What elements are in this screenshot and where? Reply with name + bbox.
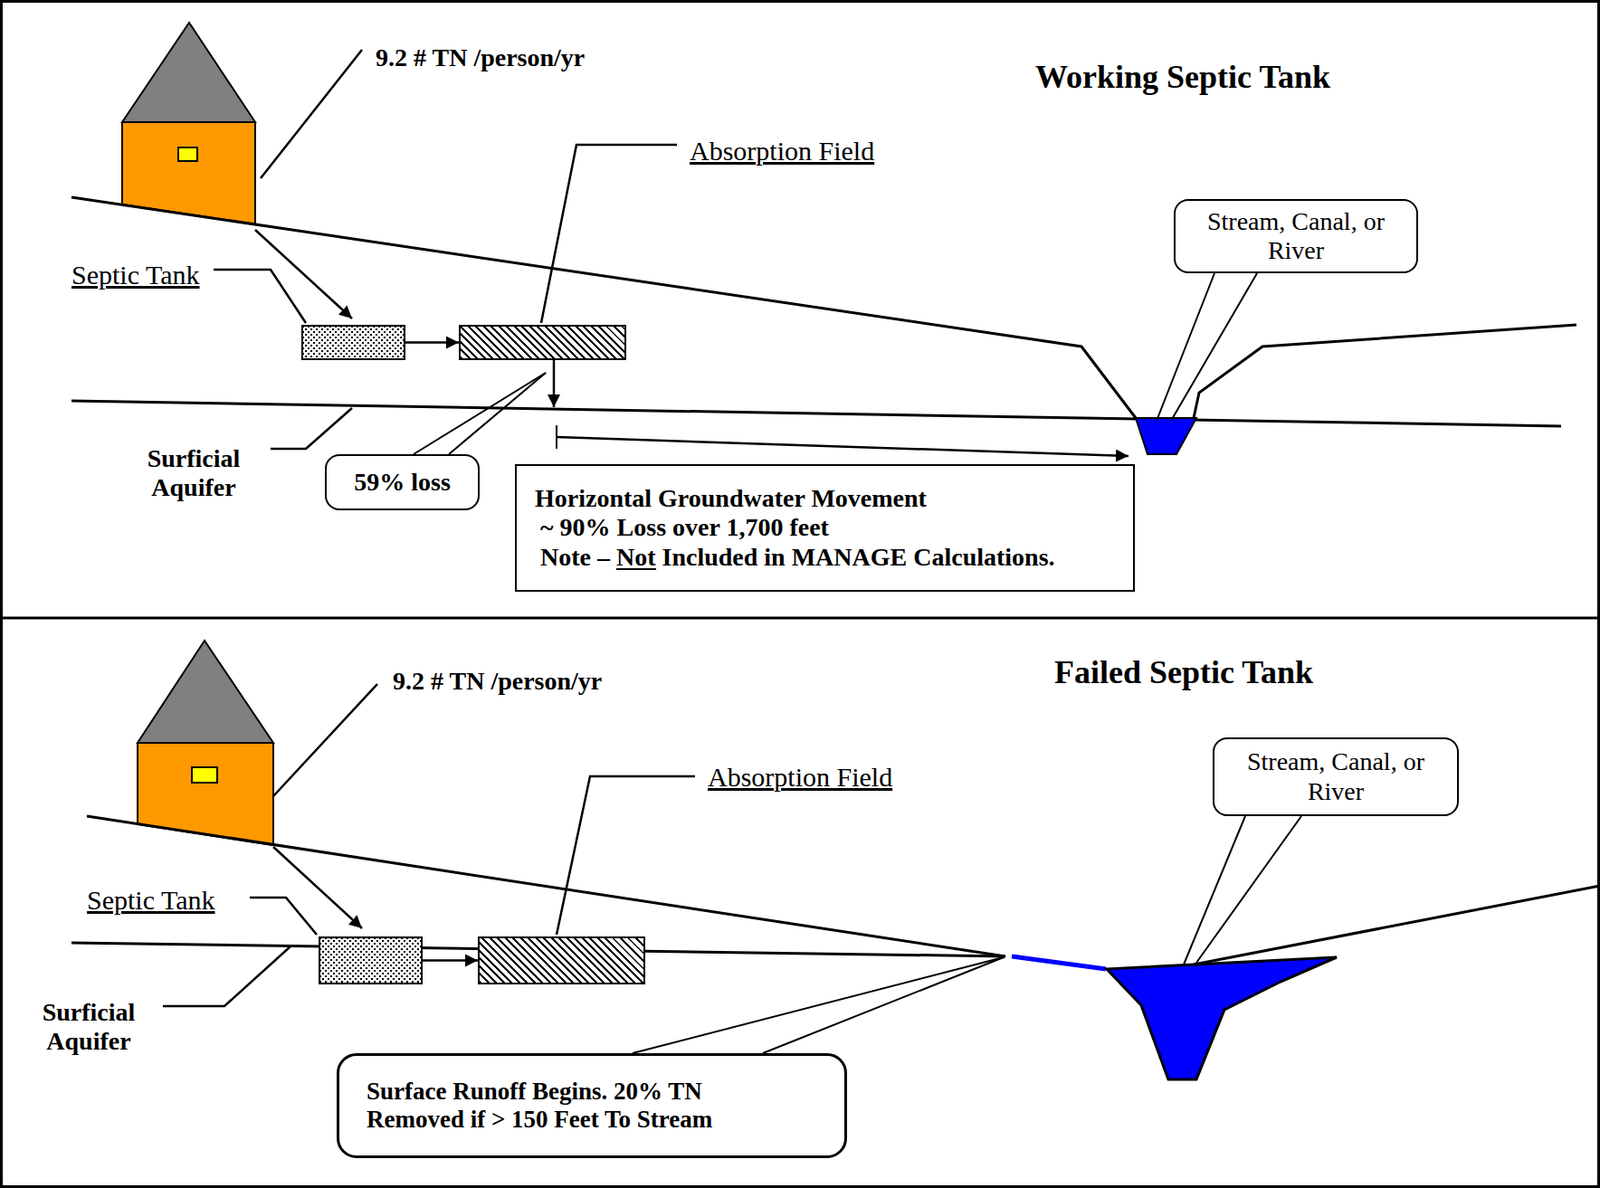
house-body [137,742,274,846]
stream [1135,418,1197,455]
septic-tank: Septic Tank [318,936,423,985]
callout-pointer [1196,816,1302,963]
house-window [178,147,198,162]
callout-text: Horizontal Groundwater Movement [534,484,1115,514]
aquifer-line [71,400,1562,427]
callout-text: ~ 90% Loss over 1,700 feet [534,513,1115,543]
aquifer-label: Surficial Aquifer [139,444,248,503]
stream-callout: Stream, Canal, or River [1173,199,1419,274]
leader-line [260,49,362,179]
leader-line [270,408,353,449]
surface-runoff [1011,956,1106,970]
house-roof [122,22,256,123]
callout-pointer [1156,273,1215,421]
absorption-field: Absorption Field [458,324,627,361]
leader-line [273,684,378,797]
leader-line [556,776,696,935]
ground-line [1193,885,1600,965]
text-underline [616,568,657,571]
callout-text: Stream, Canal, or River [1193,207,1399,266]
callout-text: 59% loss [353,467,451,497]
house-window [191,767,218,783]
panel-title: Working Septic Tank [1035,58,1331,96]
house-roof [137,640,274,743]
flow-arrow [552,360,556,408]
stream [1106,957,1337,1080]
runoff-callout: Surface Runoff Begins. 20% TN Removed if… [336,1053,848,1159]
flow-arrow [556,437,1129,457]
flow-arrow [405,341,459,344]
callout-pointer [762,957,1004,1054]
leader-line [541,144,677,324]
callout-text: Stream, Canal, or River [1232,747,1439,806]
leader-line [213,269,306,324]
load-label: 9.2 # TN /person/yr [392,666,602,696]
callout-pointer [1171,273,1258,421]
note-box: Horizontal Groundwater Movement~ 90% Los… [514,464,1135,592]
part-label: Absorption Field [705,761,895,794]
load-label: 9.2 # TN /person/yr [375,43,585,73]
flow-arrow [422,959,478,962]
panel-title: Failed Septic Tank [1054,654,1314,692]
panel-divider [0,617,1600,620]
stream-callout: Stream, Canal, or River [1212,737,1459,817]
aquifer-label: Surficial Aquifer [34,998,143,1057]
flow-arrow [273,847,362,929]
loss-callout: 59% loss [324,454,480,511]
ground-line [86,816,1006,957]
flow-arrow [255,229,353,319]
callout-pointer [413,372,546,455]
septic-tank: Septic Tank [301,324,406,361]
part-label: Absorption Field [687,135,877,168]
leader-line [162,946,291,1007]
callout-pointer [448,372,546,455]
absorption-field: Absorption Field [477,936,646,985]
ground-line [71,197,1136,419]
part-label: Septic Tank [85,885,218,917]
part-label: Septic Tank [69,259,202,292]
leader-line [249,897,317,935]
ground-line [1193,324,1577,419]
callout-pointer [632,957,1004,1054]
callout-text: Surface Runoff Begins. 20% TN Removed if… [366,1077,765,1134]
callout-pointer [1183,816,1246,965]
